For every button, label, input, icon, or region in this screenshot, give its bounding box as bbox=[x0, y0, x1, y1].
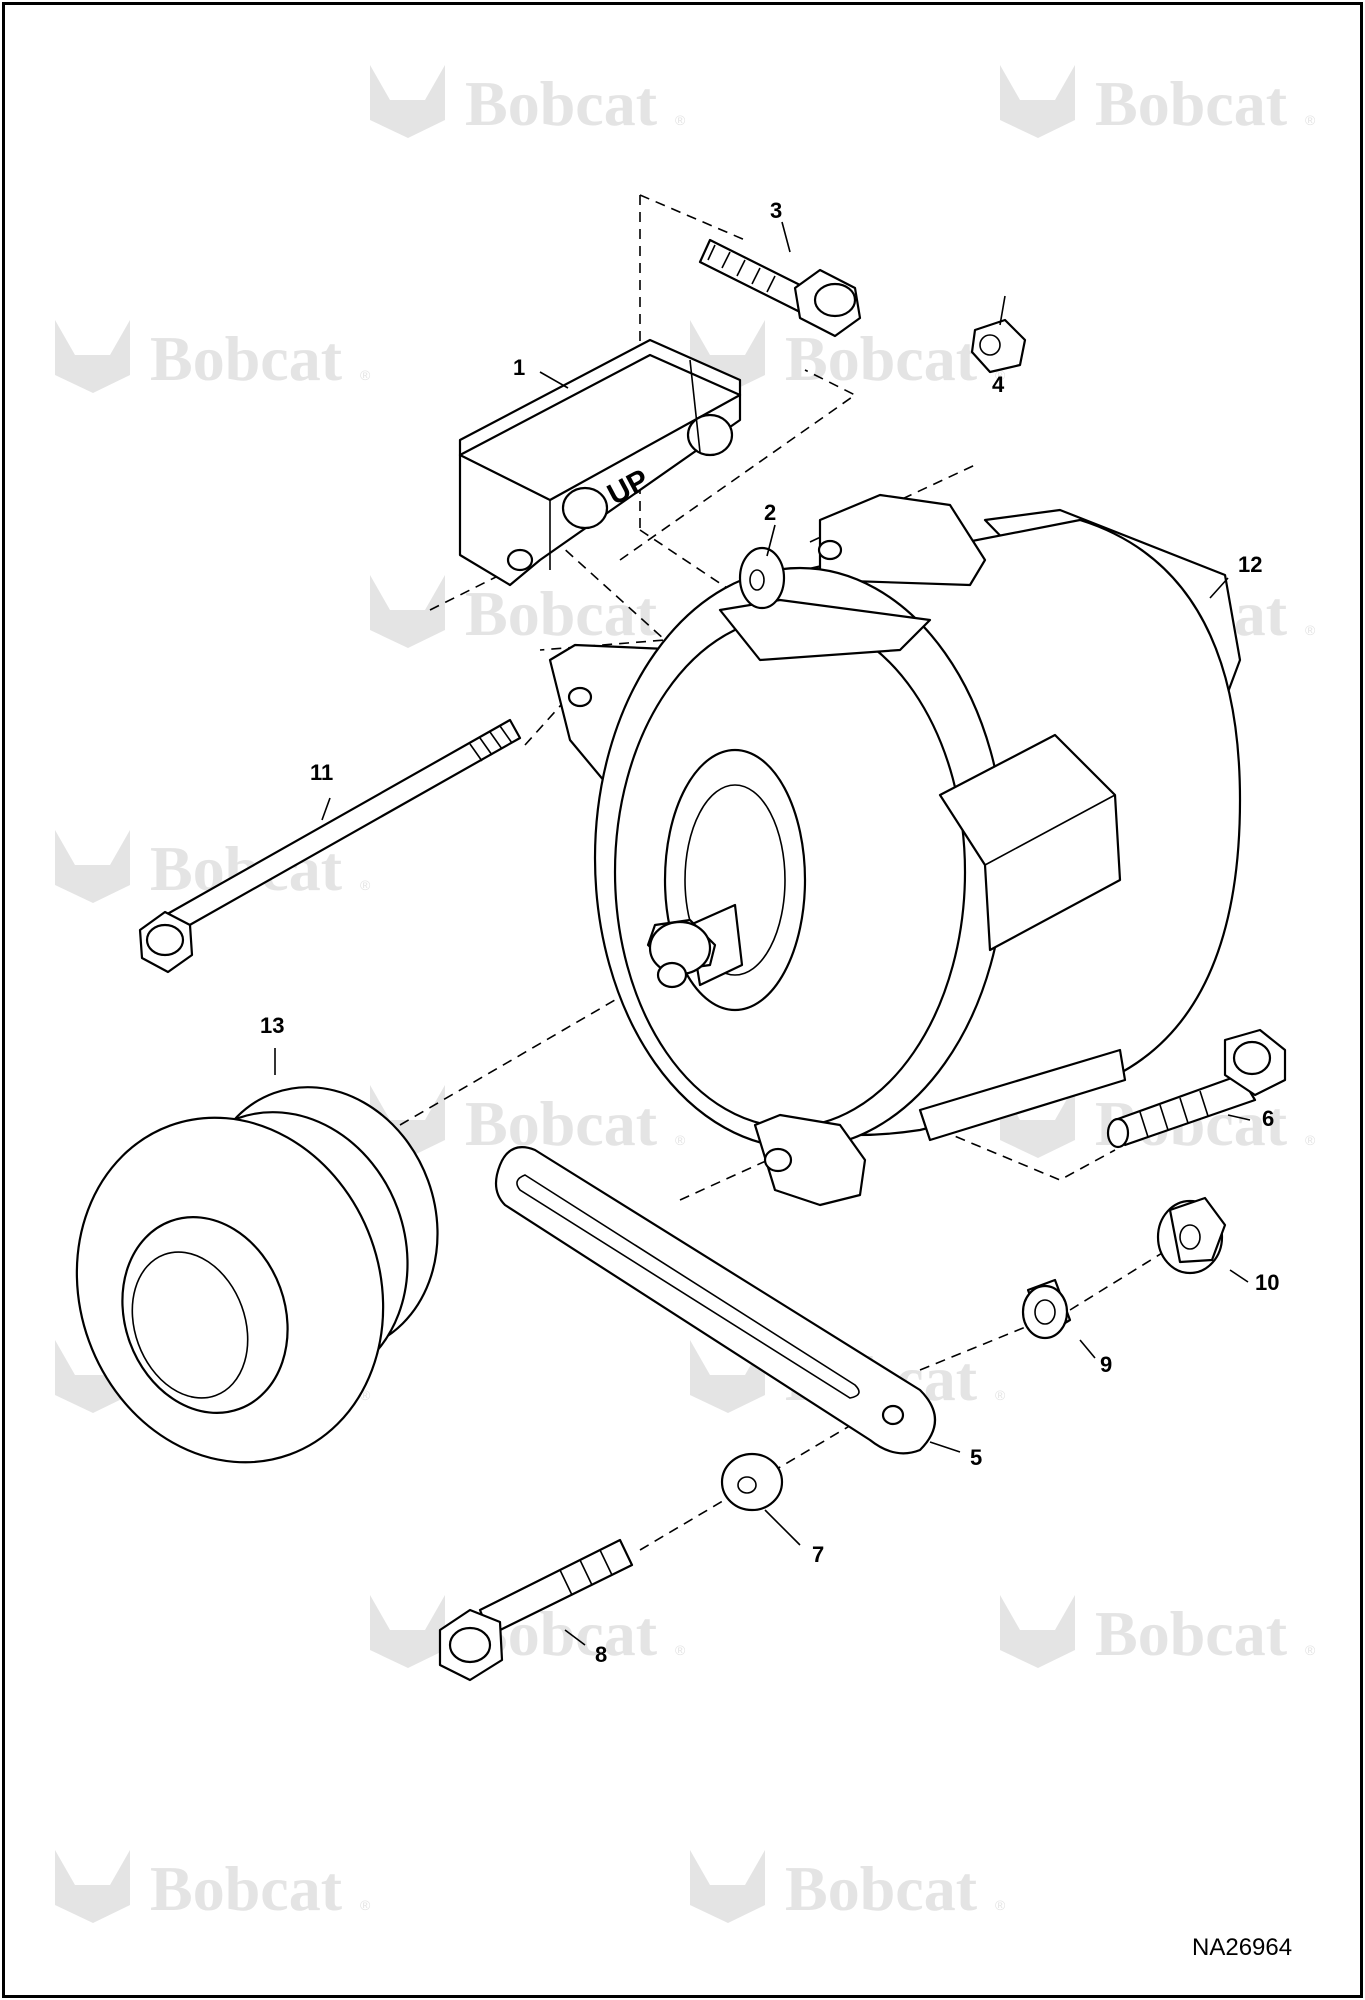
callout-4: 4 bbox=[992, 372, 1005, 397]
callout-9: 9 bbox=[1100, 1352, 1112, 1377]
bobcat-logo-icon bbox=[1000, 1085, 1075, 1158]
adjusting-strap-5 bbox=[494, 1146, 936, 1455]
watermark: Bobcat ® bbox=[1000, 1595, 1316, 1669]
watermark-text: Bobcat bbox=[1095, 1598, 1288, 1669]
callout-10: 10 bbox=[1255, 1270, 1279, 1295]
bobcat-logo-icon bbox=[1000, 1595, 1075, 1668]
watermark-registered-mark: ® bbox=[360, 1897, 371, 1913]
bobcat-logo-icon bbox=[55, 320, 130, 393]
watermark-registered-mark: ® bbox=[995, 1897, 1006, 1913]
watermark-registered-mark: ® bbox=[675, 1132, 686, 1148]
watermark-text: Bobcat bbox=[465, 578, 658, 649]
callout-11: 11 bbox=[310, 760, 333, 785]
watermark-registered-mark: ® bbox=[675, 1642, 686, 1658]
watermark-registered-mark: ® bbox=[1305, 112, 1316, 128]
watermark: Bobcat® bbox=[370, 575, 686, 649]
callout-13: 13 bbox=[260, 1013, 284, 1038]
pulley-13 bbox=[75, 1086, 439, 1464]
callout-1: 1 bbox=[513, 355, 525, 380]
callout-6: 6 bbox=[1262, 1106, 1274, 1131]
watermark-registered-mark: ® bbox=[995, 367, 1006, 383]
washer-2 bbox=[738, 546, 786, 610]
watermark-text: Bobcat bbox=[150, 323, 343, 394]
bobcat-logo-icon bbox=[1000, 65, 1075, 138]
bobcat-logo-icon bbox=[55, 830, 130, 903]
watermark-text: Bobcat bbox=[785, 1853, 978, 1924]
mounting-bracket: UP bbox=[458, 338, 742, 587]
watermark-text: Bobcat bbox=[150, 1853, 343, 1924]
callout-7: 7 bbox=[812, 1542, 824, 1567]
bobcat-logo-icon bbox=[690, 1340, 765, 1413]
bolt-11 bbox=[138, 718, 522, 974]
watermark-text: Bobcat bbox=[1095, 68, 1288, 139]
watermark-text: Bobcat bbox=[785, 323, 978, 394]
callout-2: 2 bbox=[764, 500, 776, 525]
bolt-3 bbox=[698, 238, 862, 338]
nut-4 bbox=[970, 318, 1027, 374]
watermark-registered-mark: ® bbox=[675, 112, 686, 128]
callout-3: 3 bbox=[770, 198, 782, 223]
bolt-6 bbox=[1106, 1028, 1287, 1149]
spacer-9 bbox=[1021, 1278, 1072, 1340]
watermark-text: Bobcat bbox=[465, 68, 658, 139]
bobcat-logo-icon bbox=[370, 1595, 445, 1668]
watermark: Bobcat ® bbox=[55, 320, 371, 394]
leader-lines bbox=[274, 221, 1251, 1646]
watermark: Bobcat ® bbox=[690, 1850, 1006, 1924]
watermark: Bobcat ® bbox=[55, 1850, 371, 1924]
bolt-8 bbox=[438, 1538, 634, 1682]
watermark-registered-mark: ® bbox=[360, 1387, 371, 1403]
watermark: Bobcat ® bbox=[690, 320, 1006, 394]
drawing-reference: NA26964 bbox=[1192, 1934, 1292, 1961]
watermark-registered-mark: ® bbox=[1305, 1132, 1316, 1148]
watermark-registered-mark: ® bbox=[1305, 1642, 1316, 1658]
bobcat-logo-icon bbox=[370, 65, 445, 138]
washer-7 bbox=[720, 1452, 784, 1512]
watermark-registered-mark: ® bbox=[995, 1387, 1006, 1403]
watermark-registered-mark: ® bbox=[360, 367, 371, 383]
alternator-body bbox=[548, 493, 1242, 1207]
watermark-registered-mark: ® bbox=[360, 877, 371, 893]
flange-nut-10 bbox=[1156, 1196, 1227, 1275]
callout-5: 5 bbox=[970, 1445, 982, 1470]
bobcat-logo-icon bbox=[55, 1850, 130, 1923]
watermark-text: Bobcat bbox=[465, 1088, 658, 1159]
callout-12: 12 bbox=[1238, 552, 1262, 577]
watermark-registered-mark: ® bbox=[1305, 622, 1316, 638]
bobcat-logo-icon bbox=[370, 575, 445, 648]
callout-labels: 1 2 3 4 5 6 7 8 9 10 11 12 13 bbox=[260, 198, 1279, 1667]
watermark: Bobcat ® bbox=[370, 65, 686, 139]
bobcat-logo-icon bbox=[690, 1850, 765, 1923]
watermark: Bobcat ® bbox=[1000, 65, 1316, 139]
callout-8: 8 bbox=[595, 1642, 607, 1667]
bobcat-logo-icon bbox=[55, 1340, 130, 1413]
